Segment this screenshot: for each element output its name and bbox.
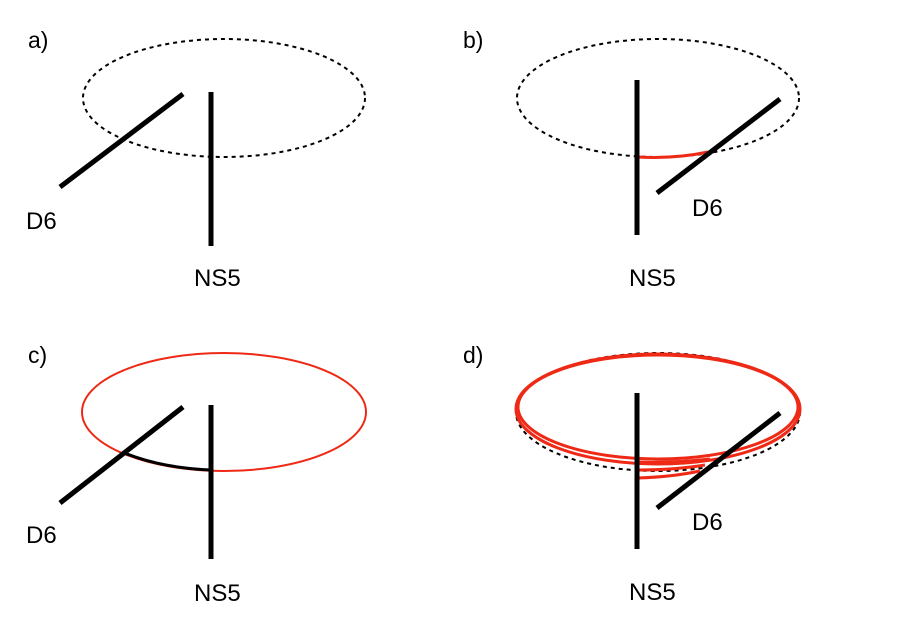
panel-b-d6-brane xyxy=(655,97,782,195)
panel-b-dashed-circle xyxy=(516,38,800,158)
panel-d: d) D6 NS5 xyxy=(463,342,802,606)
panel-d-ns5-label: NS5 xyxy=(629,579,676,606)
panel-c-red-circle xyxy=(81,352,367,472)
panel-b-red-string xyxy=(637,150,709,159)
panel-d-d6-brane xyxy=(655,411,782,510)
panel-a-d6-label: D6 xyxy=(26,208,57,235)
panel-a-d6-brane xyxy=(58,92,185,189)
panel-d-red-string-3 xyxy=(636,469,701,480)
panel-c: c) D6 NS5 xyxy=(26,342,367,607)
panel-d-red-string-1 xyxy=(636,457,711,464)
panel-c-black-arc xyxy=(121,450,212,472)
panel-b-ns5-label: NS5 xyxy=(629,265,676,292)
panel-c-label: c) xyxy=(28,342,47,368)
panel-a-dashed-circle xyxy=(82,38,366,158)
panel-a-label: a) xyxy=(28,27,48,53)
panel-c-d6-brane xyxy=(58,405,185,505)
panel-b: b) D6 NS5 xyxy=(463,27,800,292)
panel-b-d6-label: D6 xyxy=(692,195,723,222)
panel-d-d6-label: D6 xyxy=(692,509,723,536)
panel-c-d6-label: D6 xyxy=(26,522,57,549)
panel-d-label: d) xyxy=(463,342,483,368)
panel-b-label: b) xyxy=(463,27,483,53)
panel-c-ns5-label: NS5 xyxy=(194,580,241,607)
panel-d-red-loop-2 xyxy=(516,353,800,461)
panel-a: a) D6 NS5 xyxy=(26,27,366,292)
panel-d-red-string-2 xyxy=(636,463,706,472)
panel-a-ns5-label: NS5 xyxy=(194,265,241,292)
